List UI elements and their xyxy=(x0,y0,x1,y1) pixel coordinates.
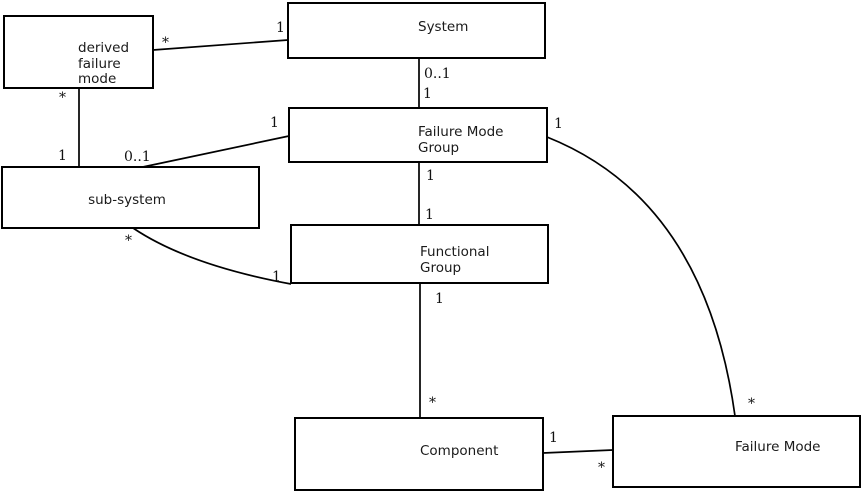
multiplicity-failure-mode-group-bottom-one: 1 xyxy=(426,168,435,184)
multiplicity-component-top-star: * xyxy=(429,395,436,411)
multiplicity-derived-failure-mode-lower-star: * xyxy=(59,90,66,106)
multiplicity-sub-system-top-one: 1 xyxy=(58,148,67,164)
multiplicity-system-end-one: 1 xyxy=(276,20,285,36)
multiplicity-failure-mode-left-star: * xyxy=(598,460,605,476)
edge-system-derived-failure-mode xyxy=(152,39,289,51)
multiplicity-sub-system-bottom-star: * xyxy=(125,233,132,249)
edge-failure-mode-group-sub-system xyxy=(137,135,290,169)
multiplicity-derived-failure-mode-end-star: * xyxy=(162,35,169,51)
multiplicity-failure-mode-group-right-one: 1 xyxy=(554,116,563,132)
multiplicity-failure-mode-top-star: * xyxy=(748,396,755,412)
multiplicity-failure-mode-group-left-one: 1 xyxy=(270,115,279,131)
box-sub-system xyxy=(1,166,260,229)
box-functional-group-label-line2: Group xyxy=(420,260,461,276)
box-failure-mode-group-label-line2: Group xyxy=(418,140,459,156)
box-failure-mode-group xyxy=(288,107,548,163)
multiplicity-failure-mode-group-top-one: 1 xyxy=(423,86,432,102)
multiplicity-sub-system-zero-or-one: 0..1 xyxy=(124,149,151,165)
multiplicity-functional-group-left-one: 1 xyxy=(272,269,281,285)
box-functional-group-label-line1: Functional xyxy=(420,244,489,260)
edge-failure-mode-group-failure-mode xyxy=(546,136,736,417)
box-derived-failure-mode-label-line2: failure xyxy=(78,56,121,72)
box-failure-mode-group-label-line1: Failure Mode xyxy=(418,124,504,140)
box-component-label: Component xyxy=(420,443,498,459)
box-derived-failure-mode-label-line1: derived xyxy=(78,40,129,56)
box-component xyxy=(294,417,544,491)
box-failure-mode-label: Failure Mode xyxy=(735,439,821,455)
box-derived-failure-mode xyxy=(3,15,154,89)
box-failure-mode xyxy=(612,415,861,488)
multiplicity-component-right-one: 1 xyxy=(549,430,558,446)
box-functional-group xyxy=(290,224,549,284)
multiplicity-functional-group-bottom-one: 1 xyxy=(435,291,444,307)
edge-component-failure-mode xyxy=(542,449,614,454)
box-system xyxy=(287,2,546,59)
box-sub-system-label: sub-system xyxy=(88,192,166,208)
multiplicity-functional-group-top-one: 1 xyxy=(425,207,434,223)
edge-sub-system-functional-group xyxy=(132,227,292,285)
box-derived-failure-mode-label-line3: mode xyxy=(78,71,116,87)
multiplicity-system-bottom-zero-or-one: 0..1 xyxy=(424,66,451,82)
box-system-label: System xyxy=(418,19,468,35)
